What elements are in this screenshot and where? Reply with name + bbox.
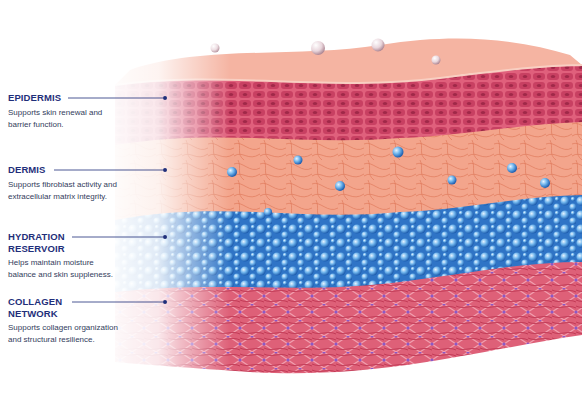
layer-description: Supports skin renewal and barrier functi… <box>8 107 118 131</box>
dermis-spheres <box>227 147 550 217</box>
layer-heading: DERMIS <box>8 164 118 176</box>
leader-dots <box>163 96 167 304</box>
layer-heading: HYDRATION RESERVOIR <box>8 231 78 255</box>
layer-description: Supports collagen organization and struc… <box>8 322 118 346</box>
water-droplets <box>211 39 441 65</box>
layer-heading: EPIDERMIS <box>8 92 118 104</box>
layer-description: Supports fibroblast activity and extrace… <box>8 179 118 203</box>
fade-overlay <box>100 30 230 380</box>
layer-heading: COLLAGEN NETWORK <box>8 296 78 320</box>
layer-description: Helps maintain moisture balance and skin… <box>8 257 118 281</box>
